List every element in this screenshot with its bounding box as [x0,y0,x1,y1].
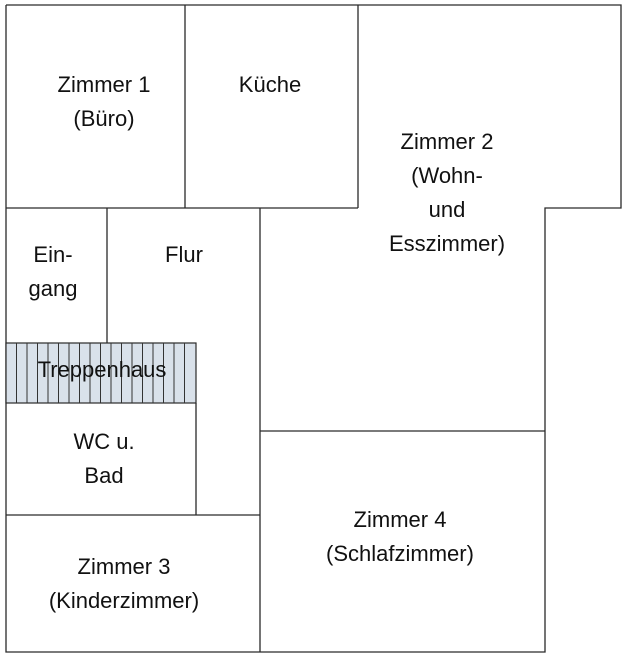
room-label-line: Zimmer 2 [400,129,494,154]
room-label-line: und [428,197,466,222]
outer-wall [5,4,622,653]
room-label-line: Bad [84,463,124,488]
room-label-line: (Büro) [73,106,135,131]
room-flur: Flur [165,238,203,272]
room-label-line: Küche [238,72,302,97]
room-zimmer-3: Zimmer 3 (Kinderzimmer) [49,550,199,618]
room-label-line: Ein- [33,242,73,267]
room-treppenhaus: Treppenhaus [38,353,167,387]
room-label-line: (Schlafzimmer) [326,541,474,566]
room-label-line: Zimmer 1 [57,72,151,97]
room-label-line: (Wohn- [411,163,483,188]
room-label-line: Esszimmer) [388,231,506,256]
room-eingang: Ein- gang [29,238,78,306]
room-zimmer-4: Zimmer 4 (Schlafzimmer) [326,503,474,571]
room-kueche: Küche [239,68,301,102]
room-label-line: WC u. [73,429,135,454]
room-label-line: Treppenhaus [37,357,167,382]
staircase-steps [16,343,185,403]
room-zimmer-2: Zimmer 2 (Wohn- und Esszimmer) [389,125,505,261]
room-label-line: Flur [165,242,203,267]
room-zimmer-1: Zimmer 1 (Büro) [58,68,151,136]
room-label-line: Zimmer 3 [77,554,171,579]
room-label-line: Zimmer 4 [353,507,447,532]
room-label-line: gang [28,276,78,301]
room-label-line: (Kinderzimmer) [48,588,200,613]
room-wc-bad: WC u. Bad [73,425,134,493]
